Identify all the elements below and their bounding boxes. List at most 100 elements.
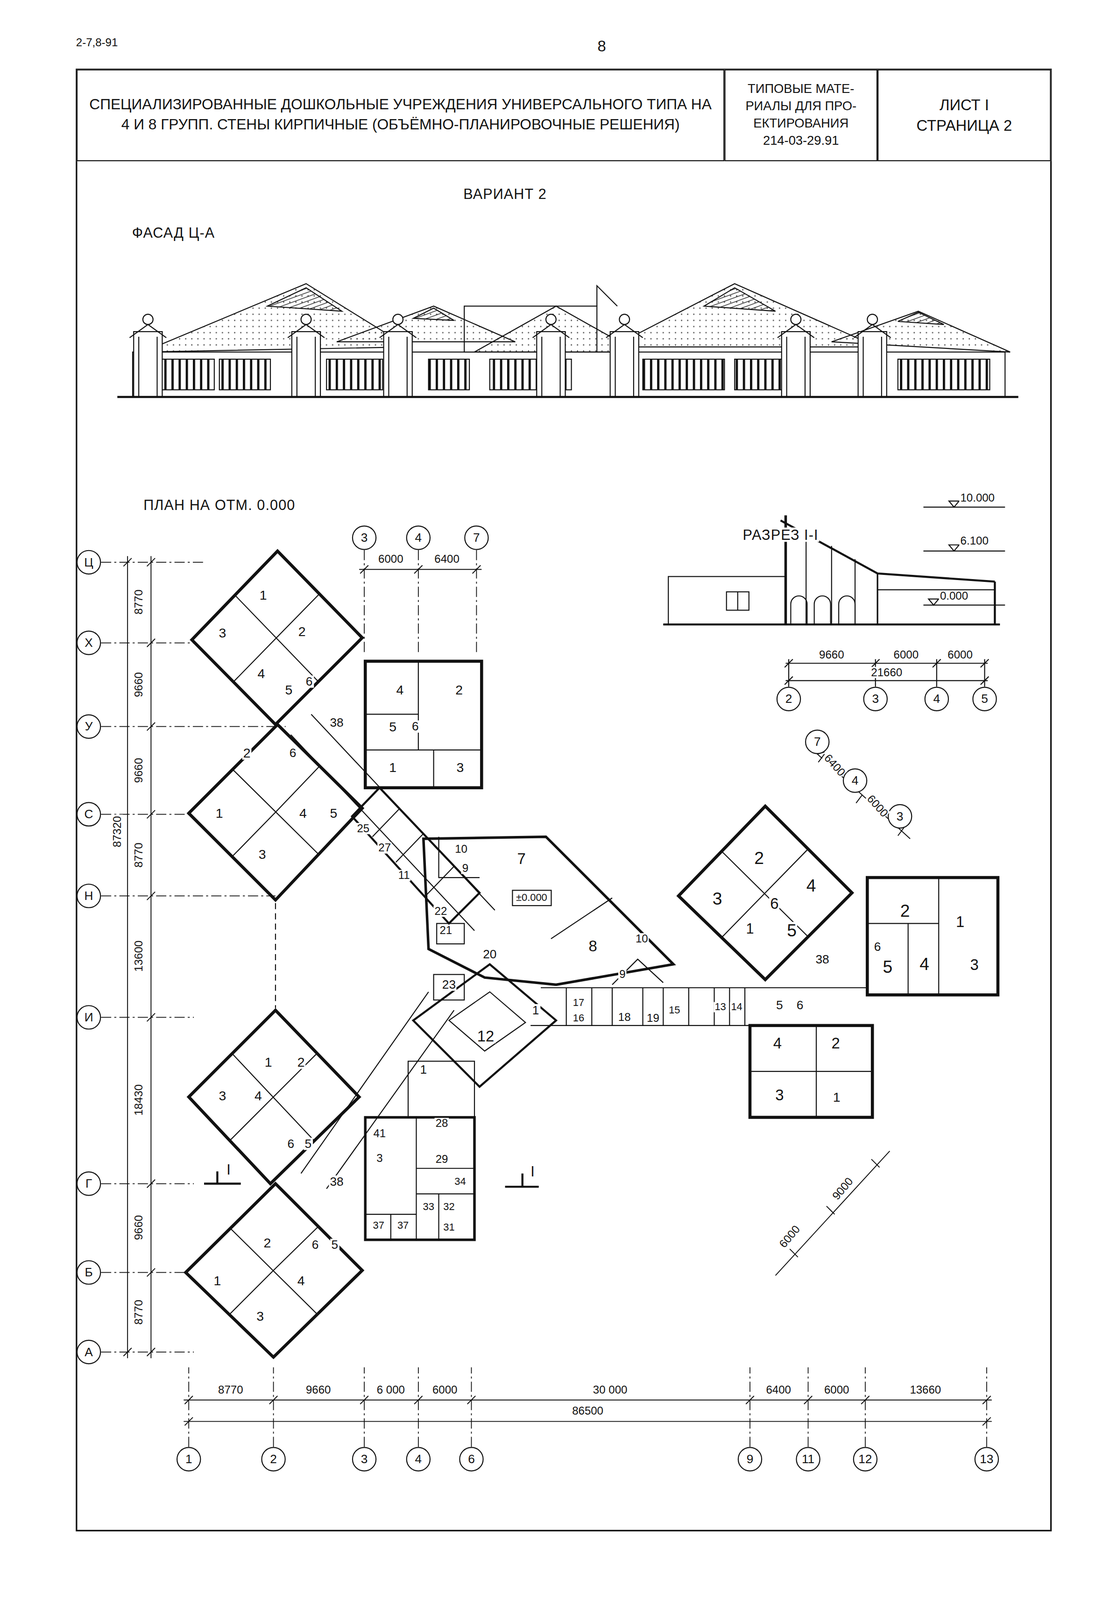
room-number: 38: [328, 1175, 345, 1188]
room-number: 6: [311, 1238, 320, 1252]
room-number: 1: [954, 913, 966, 930]
room-number: 6: [873, 940, 883, 954]
dimension: 9660: [133, 1214, 145, 1242]
dimension: 13600: [133, 939, 145, 973]
room-number: 5: [283, 683, 294, 697]
room-number: 6: [410, 720, 420, 733]
floor-plan: [185, 551, 998, 1358]
room-number: 2: [454, 683, 464, 697]
node-text: 214-03-29.91: [763, 132, 840, 150]
axis-bubble: Н: [76, 883, 101, 908]
axis-bubble: 9: [737, 1446, 763, 1471]
axis-bubble: 3: [887, 804, 913, 829]
room-number: 37: [371, 1220, 386, 1231]
node-text: 3: [896, 810, 904, 823]
room-number: 6: [304, 675, 314, 688]
room-number: 1: [418, 1063, 428, 1076]
room-number: 32: [442, 1201, 456, 1213]
axis-grid: [100, 550, 987, 1448]
dimension: 13660: [908, 1384, 942, 1396]
room-number: 5: [328, 806, 339, 820]
room-number: 22: [433, 905, 448, 917]
dimension: 6000: [946, 649, 974, 661]
room-number: 2: [262, 1236, 272, 1250]
room-number: 41: [372, 1127, 387, 1139]
axis-bubble: 11: [795, 1446, 821, 1471]
room-number: 3: [774, 1087, 785, 1103]
dimension: 8770: [133, 841, 145, 869]
axis-bubble: 4: [924, 686, 949, 711]
node-text: 4: [415, 531, 423, 544]
room-number: 1: [832, 1090, 842, 1104]
elevation-mark: 10.000: [959, 492, 996, 504]
axis-bubble: 1: [176, 1446, 201, 1471]
dimension: 87320: [111, 814, 123, 849]
dimension: 9000: [829, 1174, 856, 1203]
node-text: А: [84, 1345, 93, 1358]
view-heading: ВАРИАНТ 2: [462, 186, 548, 202]
room-number: 3: [968, 956, 980, 972]
room-number: 10: [634, 933, 650, 945]
room-number: 23: [441, 978, 458, 991]
dimension: 21660: [869, 666, 904, 679]
dimension-lines: [123, 556, 992, 1426]
room-number: 7: [516, 850, 527, 866]
dimension: 18430: [133, 1083, 145, 1117]
dimension: 6000: [892, 649, 920, 661]
document-code-cell: ТИПОВЫЕ МАТЕ- РИАЛЫ ДЛЯ ПРО- ЕКТИРОВАНИЯ…: [724, 69, 878, 162]
node-text: ЛИСТ I: [939, 94, 990, 116]
node-text: Г: [85, 1177, 92, 1190]
axis-bubble: 4: [406, 525, 431, 550]
section-mark: I: [529, 1164, 536, 1179]
node-text: СПЕЦИАЛИЗИРОВАННЫЕ ДОШКОЛЬНЫЕ УЧРЕЖДЕНИЯ…: [85, 95, 716, 135]
sheet-cell: ЛИСТ IСТРАНИЦА 2: [877, 69, 1051, 162]
axis-bubble: 3: [352, 1446, 377, 1471]
room-number: 1: [744, 921, 755, 936]
node-text: У: [84, 720, 93, 733]
room-number: 16: [572, 1013, 586, 1024]
node-text: 5: [981, 692, 989, 706]
room-number: 2: [899, 902, 912, 920]
room-number: 3: [255, 1309, 265, 1323]
view-heading: ФАСАД Ц-А: [131, 225, 217, 241]
room-number: 4: [298, 806, 308, 820]
dimension: 8770: [217, 1384, 245, 1396]
room-number: 2: [296, 1055, 306, 1069]
node-text: 1: [185, 1452, 193, 1465]
room-number: 1: [388, 760, 398, 774]
node-text: 3: [360, 531, 368, 544]
room-number: 2: [830, 1035, 842, 1051]
axis-bubble: А: [76, 1339, 101, 1365]
dimension: 8770: [133, 588, 145, 616]
node-text: Б: [84, 1266, 93, 1279]
room-number: 9: [618, 968, 627, 981]
node-text: Н: [84, 889, 94, 902]
room-number: 5: [881, 958, 894, 976]
room-number: 15: [667, 1004, 682, 1016]
room-number: 2: [242, 746, 252, 760]
axis-bubble: 7: [464, 525, 489, 550]
axis-bubble: Г: [76, 1171, 101, 1196]
node-text: С: [84, 807, 94, 821]
room-number: 18: [617, 1011, 632, 1023]
room-number: 3: [711, 890, 724, 908]
room-number: 5: [775, 998, 785, 1012]
room-number: 37: [396, 1220, 411, 1231]
room-number: 1: [212, 1273, 222, 1287]
room-number: 11: [397, 869, 411, 882]
room-number: 6: [795, 998, 805, 1012]
room-number: 1: [531, 1004, 541, 1017]
page-number: 8: [596, 38, 608, 54]
room-number: 6: [288, 746, 298, 759]
axis-bubble: Б: [76, 1259, 101, 1285]
room-number: 2: [753, 849, 765, 867]
room-number: 4: [395, 683, 405, 697]
room-number: 3: [217, 625, 227, 639]
axis-bubble: 2: [776, 686, 801, 711]
room-number: 2: [297, 624, 307, 638]
room-number: 21: [438, 925, 453, 937]
axis-bubble: Ц: [76, 550, 101, 575]
node-text: И: [84, 1011, 94, 1024]
axis-bubble: 7: [805, 729, 830, 754]
